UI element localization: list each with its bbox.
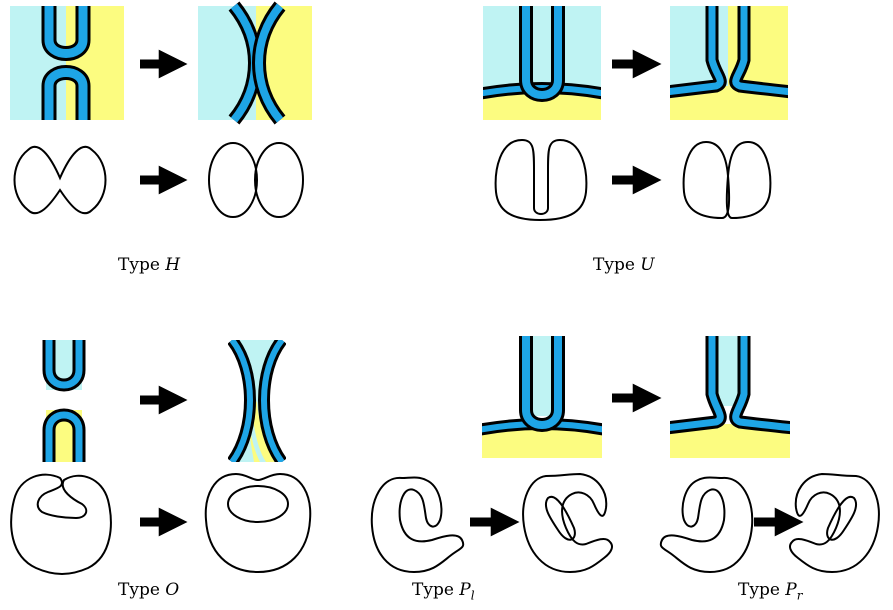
curve-after-outer	[204, 472, 312, 574]
type-pr-diagram	[659, 472, 880, 574]
type-h-after-panel	[198, 1, 312, 125]
curve-before	[494, 138, 588, 222]
caption-prefix: Type	[412, 580, 460, 600]
caption-type-pr: Type Pr	[738, 580, 803, 602]
type-u-after-panel	[670, 6, 788, 120]
type-pl-diagram	[370, 336, 790, 574]
type-o-diagram	[10, 340, 312, 575]
band-left-fill	[670, 6, 724, 96]
curve-before	[659, 476, 754, 574]
curve-after-left	[682, 140, 731, 220]
caption-variable: H	[165, 255, 181, 275]
band-right-fill	[255, 3, 284, 123]
type-h-before-panel	[10, 6, 124, 120]
curve-after-left	[208, 142, 258, 218]
caption-type-o: Type O	[118, 580, 179, 600]
caption-type-u: Type U	[593, 255, 655, 275]
type-o-before-panel	[42, 340, 86, 462]
yellow-region	[66, 6, 124, 120]
caption-variable: U	[640, 255, 655, 275]
caption-prefix: Type	[593, 255, 641, 275]
caption-prefix: Type	[118, 580, 166, 600]
curve-before	[10, 473, 112, 575]
band-right-fill	[732, 336, 790, 432]
band-left-fill	[229, 340, 253, 462]
yellow-wedge	[252, 401, 280, 462]
type-u-before-panel	[483, 6, 601, 120]
curve-after-inner	[227, 485, 289, 523]
caption-prefix: Type	[738, 580, 786, 600]
caption-subscript: l	[470, 588, 475, 603]
caption-prefix: Type	[118, 255, 166, 275]
band-right-fill	[732, 6, 788, 96]
yellow-region	[670, 424, 790, 458]
curve-before	[370, 476, 465, 574]
type-pl-after-panel	[670, 336, 790, 458]
caption-variable: O	[165, 580, 180, 600]
band-right-fill	[261, 340, 285, 462]
band-top-fill	[45, 340, 83, 389]
band-left-fill	[670, 336, 724, 432]
curve-after-right	[254, 142, 304, 218]
type-h-diagram	[10, 1, 312, 218]
band-top-fill	[44, 6, 88, 58]
band-u-fill	[522, 6, 562, 99]
caption-type-h: Type H	[118, 255, 180, 275]
cyan-region	[10, 6, 66, 120]
curve-before	[13, 145, 107, 215]
type-pl-before-panel	[482, 336, 602, 458]
type-u-diagram	[483, 6, 788, 222]
band-bottom-fill	[45, 411, 83, 462]
caption-subscript: r	[796, 588, 803, 603]
curve-after	[522, 472, 613, 574]
caption-variable: P	[459, 580, 471, 600]
yellow-region	[248, 420, 260, 462]
band-bottom-fill	[44, 68, 88, 120]
curve-after-right	[725, 140, 772, 220]
band-u-fill	[522, 336, 562, 429]
caption-type-pl: Type Pl	[412, 580, 475, 602]
caption-variable: P	[785, 580, 797, 600]
type-o-after-panel	[228, 340, 286, 462]
curve-after	[789, 472, 880, 574]
